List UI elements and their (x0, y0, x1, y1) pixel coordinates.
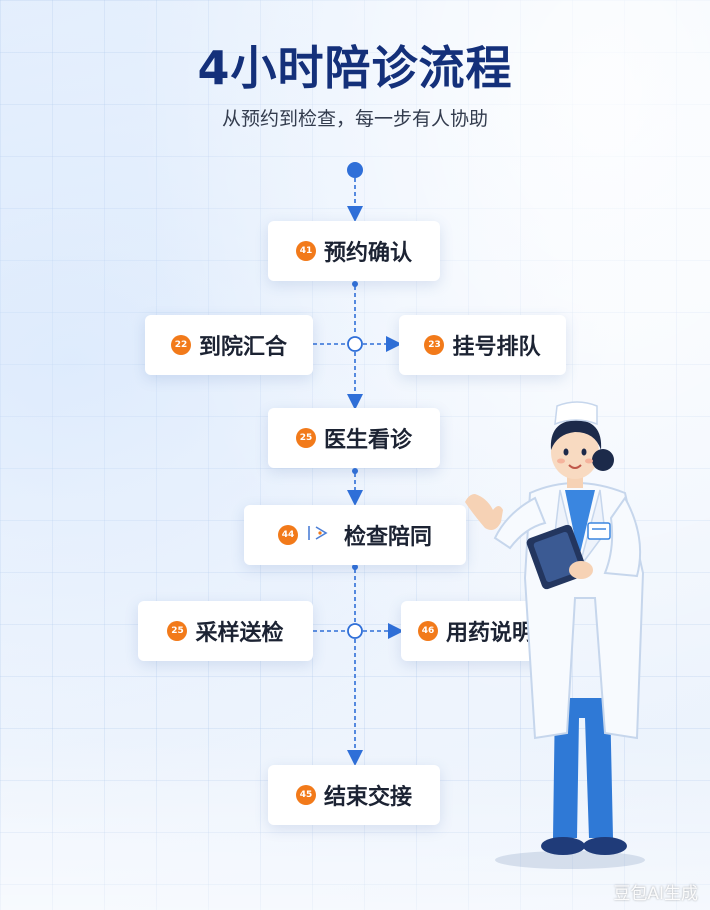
step-label: 用药说明 (445, 621, 534, 646)
start-dot (347, 162, 363, 178)
page-subtitle: 从预约到检查，每一步有人协助 (221, 108, 488, 130)
scan-arrow-icon (306, 524, 332, 547)
step-number-badge: 45 (295, 785, 316, 805)
step-number-badge: 44 (277, 525, 298, 545)
step-number-badge: 25 (295, 428, 316, 448)
step-number-badge: 25 (167, 621, 188, 641)
step-medicine: 46 用药说明 (401, 601, 551, 661)
step-handover: 45 结束交接 (268, 765, 440, 825)
nurse-illustration (465, 401, 645, 869)
step-number-badge: 22 (170, 335, 191, 355)
junction-1 (347, 336, 363, 352)
connector-node (352, 468, 358, 474)
step-label: 医生看诊 (323, 428, 412, 453)
step-number-badge: 23 (424, 335, 445, 355)
step-label: 检查陪同 (343, 525, 432, 550)
step-label: 结束交接 (323, 785, 412, 810)
junction-2 (347, 623, 363, 639)
step-appointment: 41 预约确认 (268, 221, 440, 281)
step-exam: 44 检查陪同 (244, 505, 466, 565)
page-title: 4小时陪诊流程 (197, 41, 513, 95)
step-register: 23 挂号排队 (399, 315, 566, 375)
step-label: 到院汇合 (198, 335, 287, 360)
step-doctor: 25 医生看诊 (268, 408, 440, 468)
watermark: 豆包AI生成 (613, 884, 698, 904)
step-label: 预约确认 (323, 241, 412, 266)
step-sample: 25 采样送检 (138, 601, 313, 661)
connector-node (352, 281, 358, 287)
step-number-badge: 41 (295, 241, 316, 261)
step-label: 采样送检 (195, 621, 284, 646)
step-label: 挂号排队 (452, 335, 541, 360)
connector-node (352, 564, 358, 570)
step-arrive: 22 到院汇合 (145, 315, 313, 375)
step-number-badge: 46 (417, 621, 438, 641)
